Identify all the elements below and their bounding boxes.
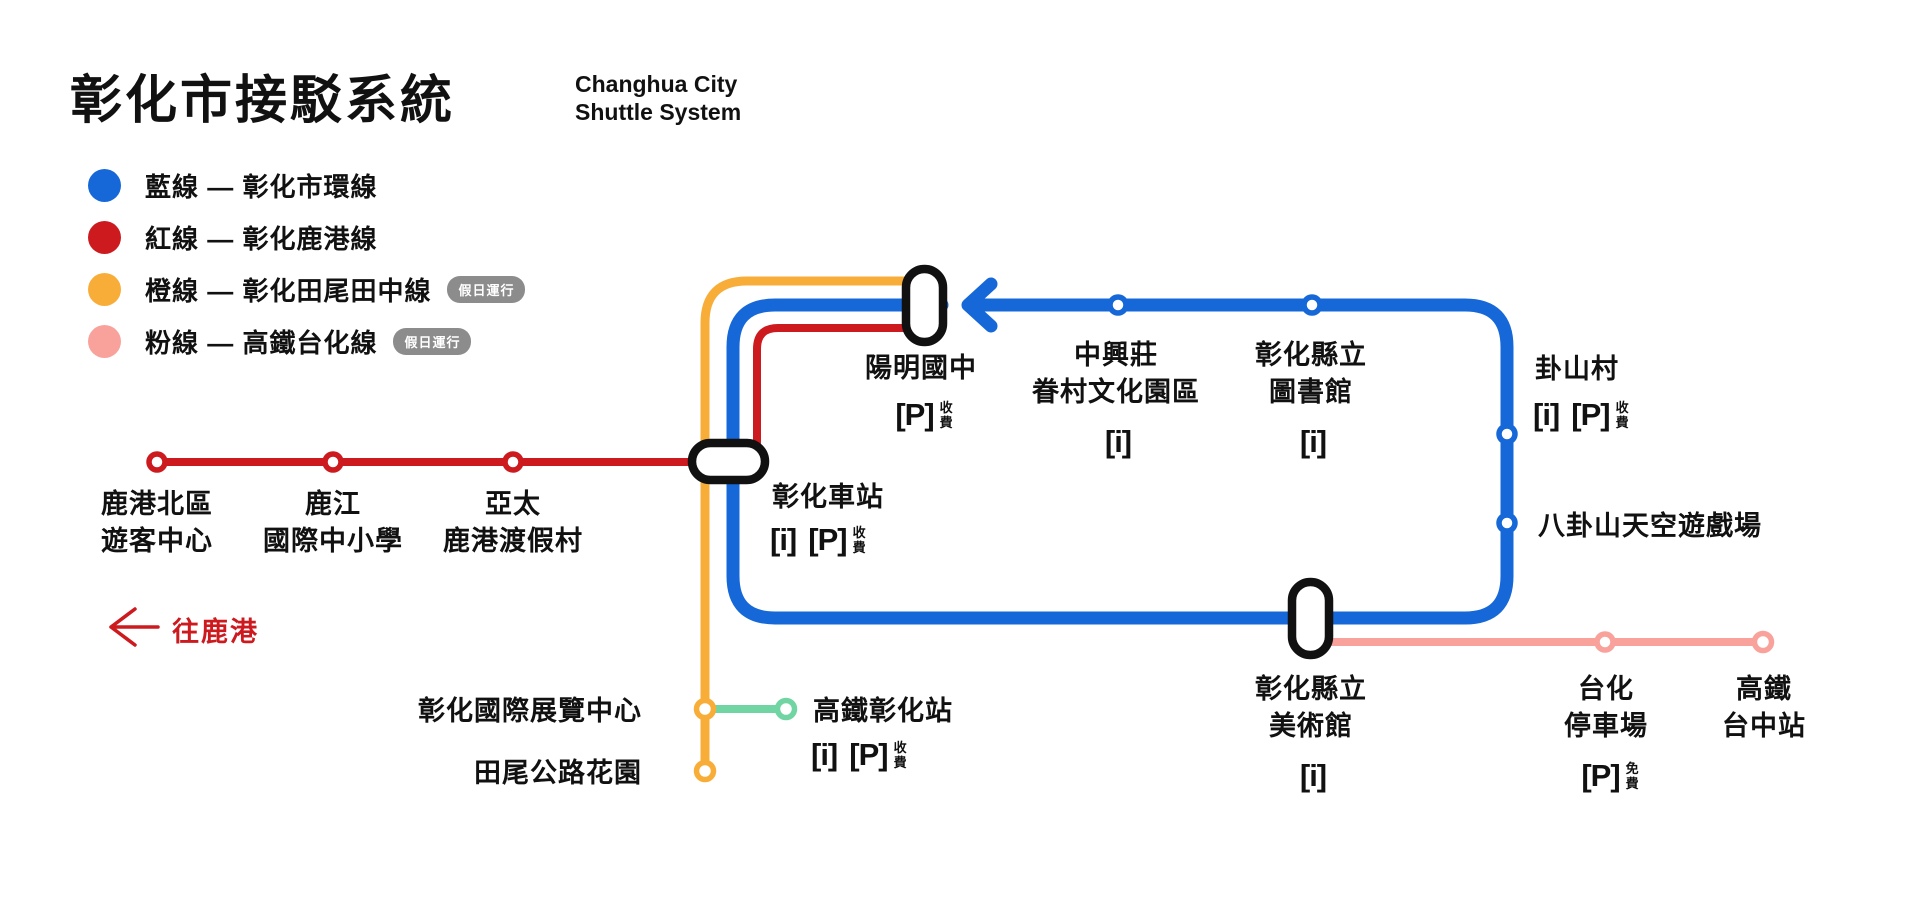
paid-parking-label: 收 費 <box>852 525 866 555</box>
station-dot-library <box>1301 294 1323 316</box>
page-title: 彰化市接駁系統 <box>70 72 456 130</box>
station-label-expo-center: 彰化國際展覽中心 <box>418 696 642 726</box>
station-dot-guashan <box>1496 423 1518 445</box>
interchange-art-museum <box>1287 577 1334 660</box>
interchange-changhua-station <box>687 438 770 485</box>
station-label-changhua-station: 彰化車站 <box>772 482 884 512</box>
station-amenities-taihua-parking: [P] 免 費 <box>1581 755 1638 797</box>
interchange-yangming <box>901 264 948 347</box>
station-label-tianwei: 田尾公路花園 <box>474 758 642 788</box>
paid-parking-label: 收 費 <box>1615 400 1629 430</box>
legend-dot-red <box>88 221 121 254</box>
holiday-badge: 假日運行 <box>393 328 472 355</box>
station-label-art-museum: 彰化縣立 美術館 <box>1255 674 1367 741</box>
parking-icon: [P] <box>808 522 847 557</box>
legend-dot-pink <box>88 325 121 358</box>
free-parking-label: 免 費 <box>1625 761 1639 791</box>
station-dot-zhongxing <box>1107 294 1129 316</box>
blue-loop-line <box>726 298 1514 625</box>
station-label-hsr-changhua: 高鐵彰化站 <box>813 696 953 726</box>
legend-row-blue: 藍線 — 彰化市環線 <box>88 169 525 202</box>
paid-parking-label: 收 費 <box>939 400 953 430</box>
legend-label-blue: 藍線 — 彰化市環線 <box>145 172 378 202</box>
station-dot-lugang-north <box>146 451 168 473</box>
station-dot-tianwei <box>693 759 717 783</box>
direction-note-to-lukang: 往鹿港 <box>172 617 259 647</box>
station-label-yatai: 亞太 鹿港渡假村 <box>443 489 583 556</box>
orange-line <box>700 276 945 776</box>
station-label-lugang-north: 鹿港北區 遊客中心 <box>101 489 213 556</box>
holiday-badge: 假日運行 <box>447 276 526 303</box>
paid-parking-label: 收 費 <box>893 740 907 770</box>
station-dot-sky-playground <box>1496 512 1518 534</box>
station-dot-lujiang <box>322 451 344 473</box>
station-amenities-hsr-changhua: [i] [P] 收 費 <box>811 734 907 776</box>
legend-row-red: 紅線 — 彰化鹿港線 <box>88 221 525 254</box>
info-icon: [i] <box>1533 397 1560 432</box>
info-icon: [i] <box>770 522 797 557</box>
parking-icon: [P] <box>1571 397 1610 432</box>
station-dot-hsr-taichung <box>1751 630 1775 654</box>
station-label-hsr-taichung: 高鐵 台中站 <box>1722 674 1806 741</box>
station-label-lujiang: 鹿江 國際中小學 <box>263 489 403 556</box>
station-amenities-zhongxing: [i] <box>1104 421 1132 463</box>
station-amenities-changhua-station: [i] [P] 收 費 <box>770 519 866 561</box>
station-amenities-library: [i] <box>1299 421 1327 463</box>
station-dot-yatai <box>502 451 524 473</box>
info-icon: [i] <box>1104 424 1132 459</box>
station-amenities-yangming: [P] 收 費 <box>895 394 952 436</box>
legend-row-orange: 橙線 — 彰化田尾田中線 假日運行 <box>88 273 526 306</box>
legend-dot-orange <box>88 273 121 306</box>
legend-label-red: 紅線 — 彰化鹿港線 <box>145 224 378 254</box>
station-label-yangming: 陽明國中 <box>865 353 977 383</box>
to-lukang-arrow-icon <box>109 607 160 647</box>
legend: 藍線 — 彰化市環線 紅線 — 彰化鹿港線 橙線 — 彰化田尾田中線 假日運行 … <box>88 169 526 358</box>
info-icon: [i] <box>811 737 838 772</box>
station-amenities-guashan: [i] [P] 收 費 <box>1533 394 1629 436</box>
legend-row-pink: 粉線 — 高鐵台化線 假日運行 <box>88 325 525 358</box>
info-icon: [i] <box>1299 758 1327 793</box>
legend-dot-blue <box>88 169 121 202</box>
station-label-sky-playground: 八卦山天空遊戲場 <box>1538 511 1762 541</box>
parking-icon: [P] <box>1581 758 1620 793</box>
blue-direction-arrow-icon <box>961 277 998 333</box>
parking-icon: [P] <box>849 737 888 772</box>
station-dot-taihua-parking <box>1594 631 1616 653</box>
info-icon: [i] <box>1299 424 1327 459</box>
station-label-zhongxing: 中興莊 眷村文化園區 <box>1032 340 1200 407</box>
station-label-library: 彰化縣立 圖書館 <box>1255 340 1367 407</box>
parking-icon: [P] <box>895 397 934 432</box>
station-label-taihua-parking: 台化 停車場 <box>1564 674 1648 741</box>
page-subtitle-en: Changhua City Shuttle System <box>575 71 742 125</box>
station-dot-expo-center <box>693 697 717 721</box>
station-label-guashan: 卦山村 <box>1535 354 1619 384</box>
legend-label-orange: 橙線 — 彰化田尾田中線 <box>145 276 432 306</box>
legend-label-pink: 粉線 — 高鐵台化線 <box>145 328 378 358</box>
station-amenities-art-museum: [i] <box>1299 755 1327 797</box>
station-dot-hsr-changhua <box>774 697 798 721</box>
